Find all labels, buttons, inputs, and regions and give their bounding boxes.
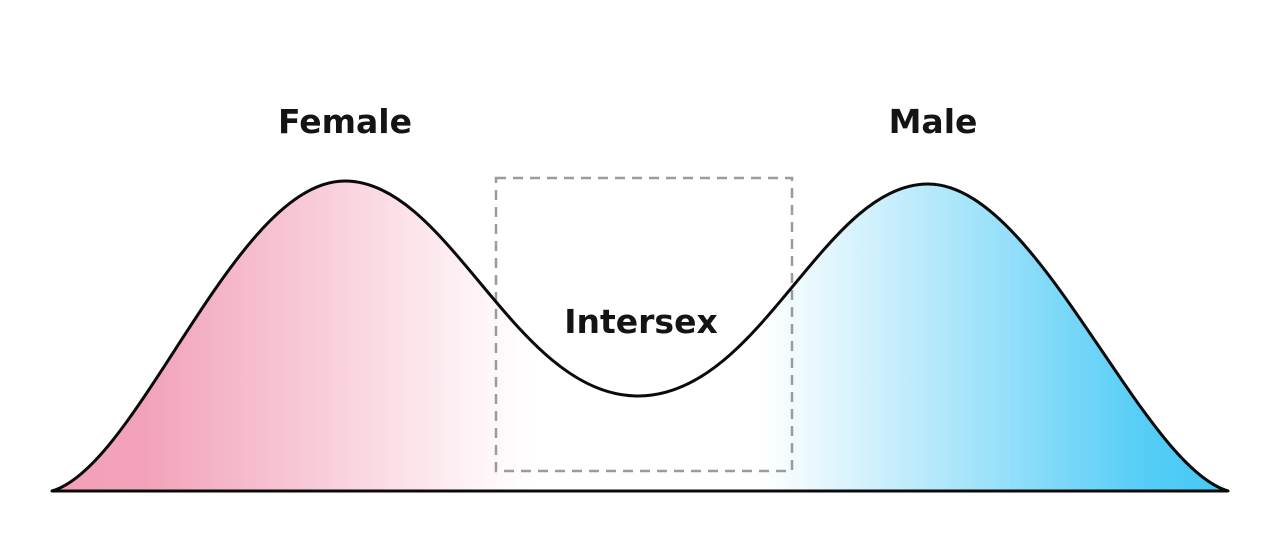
female-label: Female (278, 102, 412, 141)
male-label: Male (889, 102, 978, 141)
bimodal-curve-outline (50, 179, 1230, 493)
bimodal-curve-fill (52, 181, 1228, 491)
intersex-label: Intersex (564, 302, 718, 341)
intersex-dashed-box (494, 176, 794, 473)
